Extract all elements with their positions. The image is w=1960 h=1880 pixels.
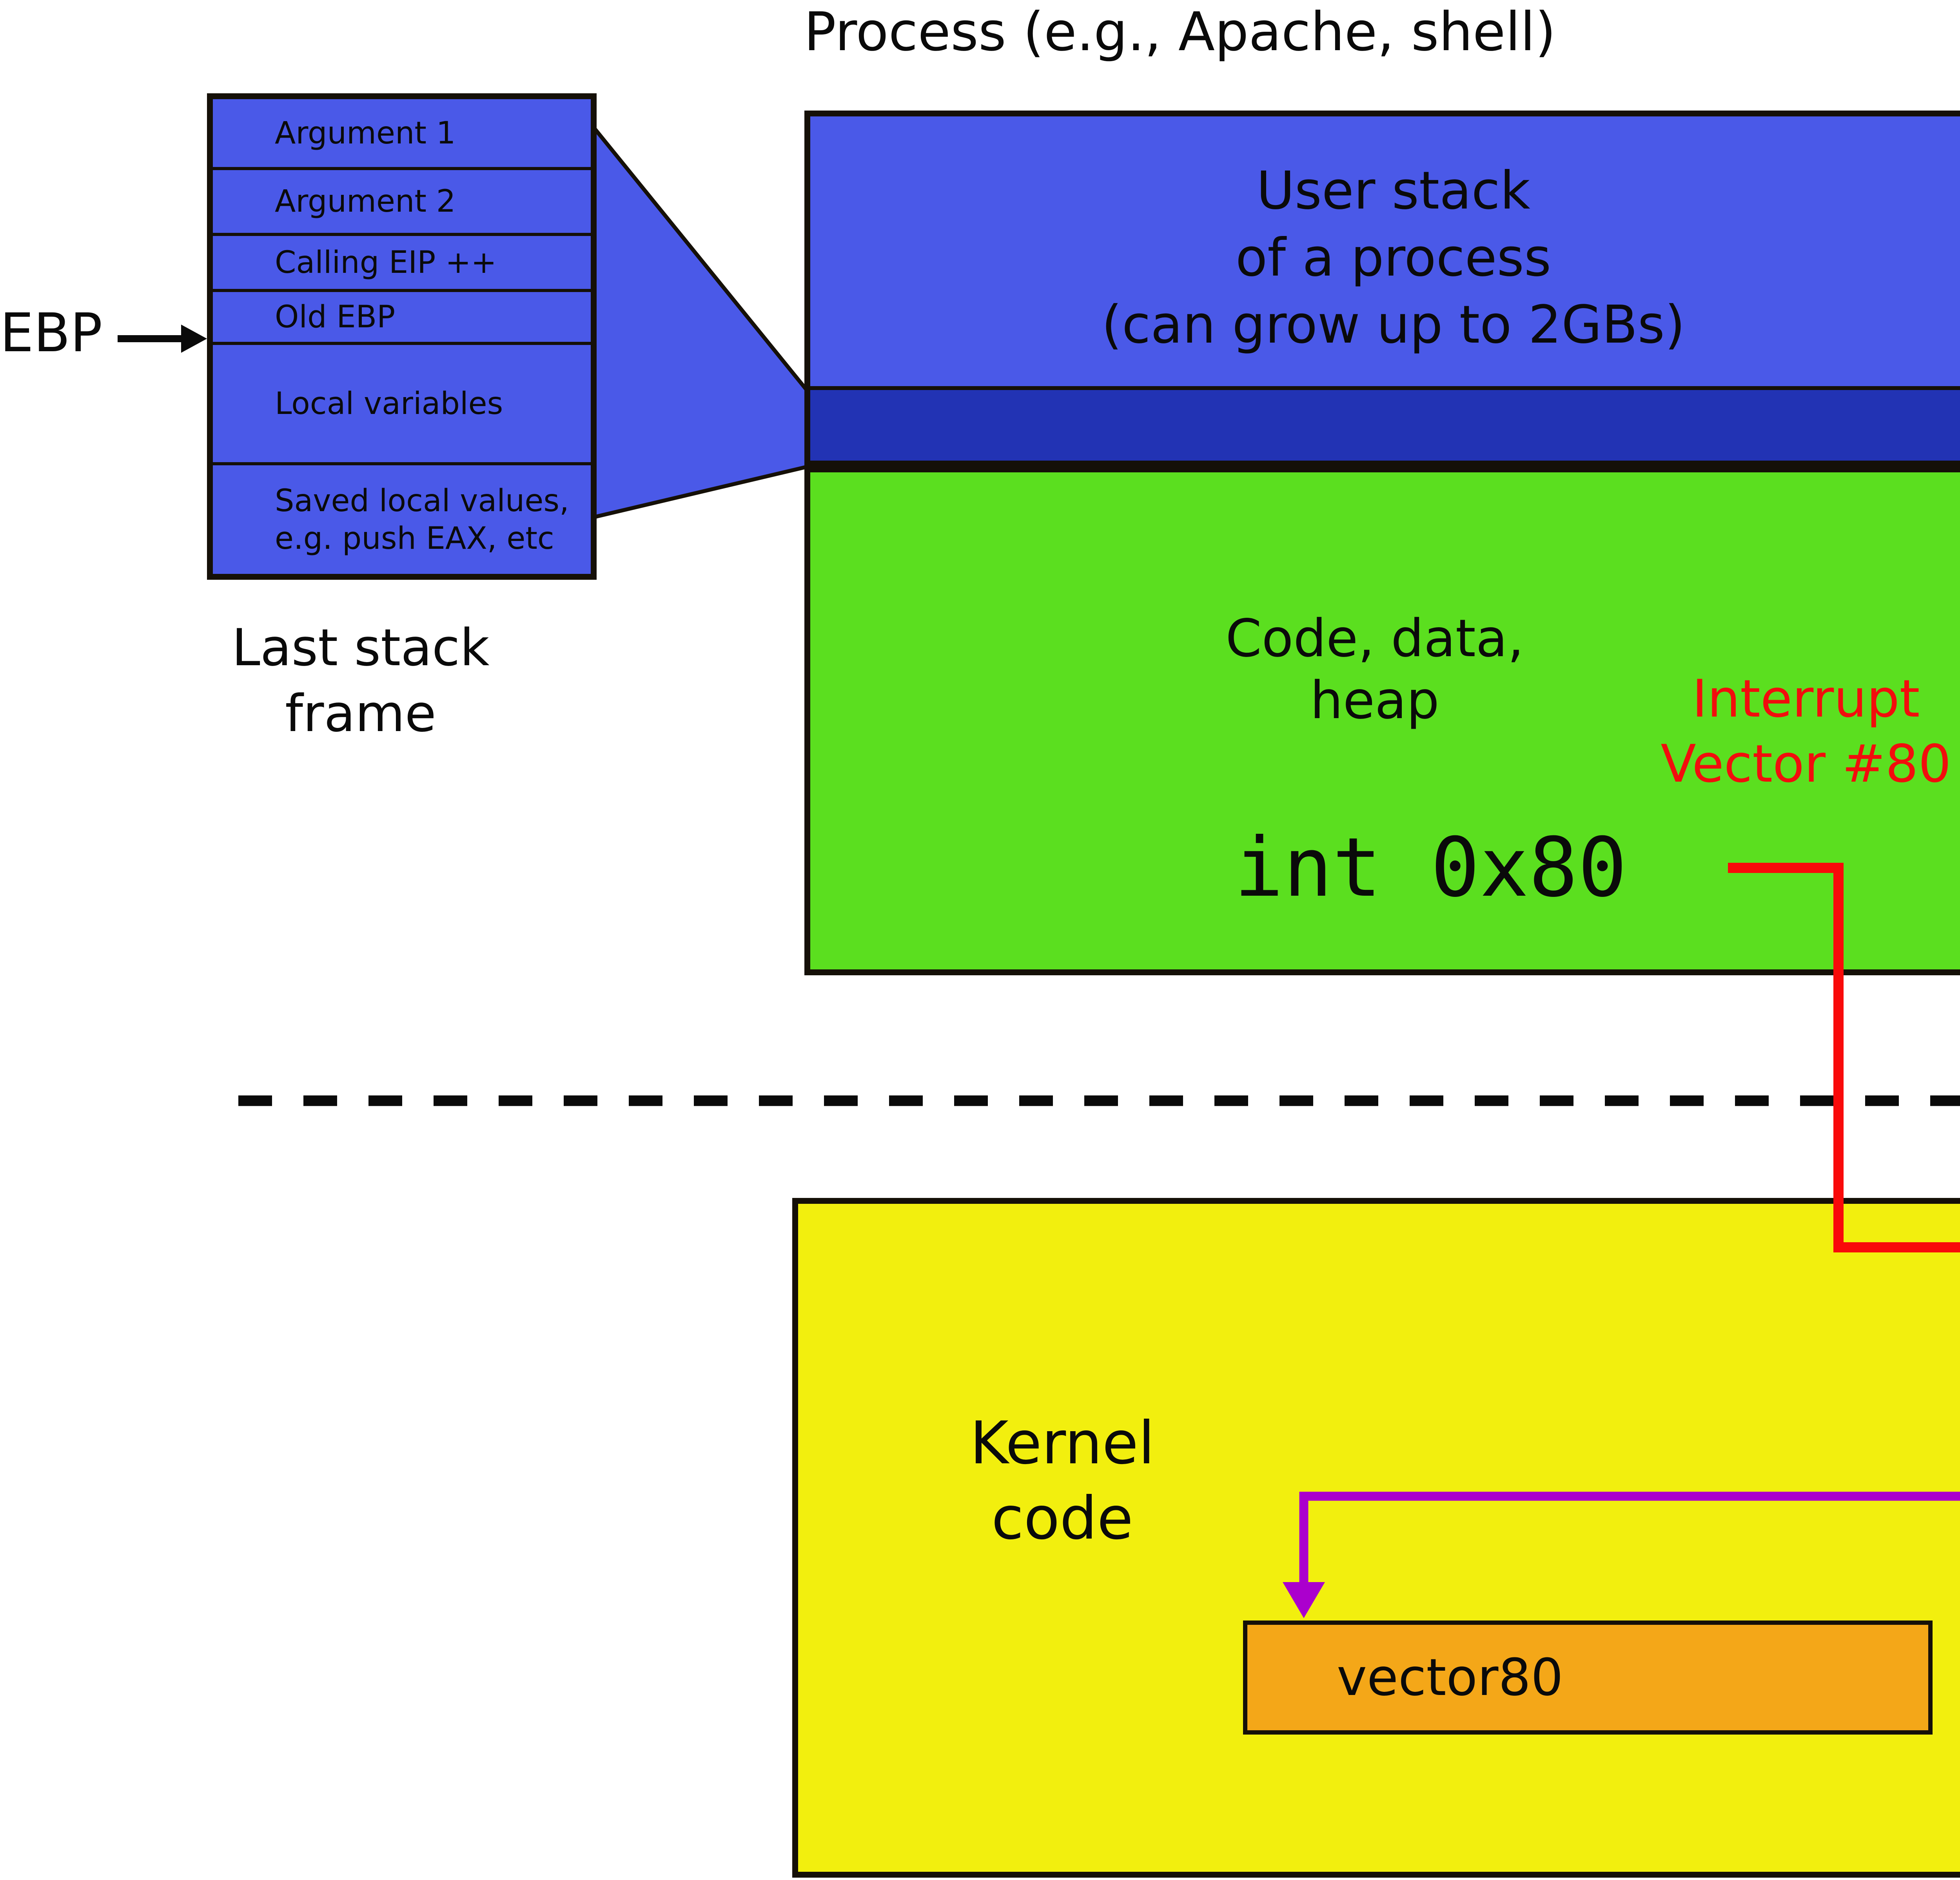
stack-frame-table: Argument 1 Argument 2 Calling EIP ++ Old… — [207, 93, 597, 580]
interrupt-vector-label: Interrupt Vector #80 — [1500, 666, 1960, 797]
user-stack-line: of a process — [1235, 228, 1552, 288]
stack-row-local-variables: Local variables — [213, 342, 591, 462]
kernel-label-line: code — [991, 1484, 1133, 1553]
kernel-code-label: Kernel code — [798, 1406, 1327, 1556]
stack-row-label: Argument 1 — [275, 115, 456, 151]
code-label-line: Code, data, — [1225, 608, 1524, 669]
int-0x80-instruction: int 0x80 — [1234, 820, 1627, 915]
user-stack-line: User stack — [1256, 161, 1530, 221]
stack-row-label: Old EBP — [275, 299, 396, 335]
code-data-heap-label: Code, data, heap — [810, 608, 1939, 731]
stack-row-label: Saved local values, — [275, 483, 569, 519]
stack-row-label: Argument 2 — [275, 184, 456, 219]
stack-frame-highlight-strip — [810, 386, 1960, 461]
stack-row-label: e.g. push EAX, etc — [275, 521, 554, 556]
interrupt-label-line: Interrupt — [1692, 669, 1920, 729]
user-stack-label: User stack of a process (can grow up to … — [810, 158, 1960, 359]
caption-line: frame — [285, 684, 436, 743]
stack-row-argument-2: Argument 2 — [213, 167, 591, 233]
code-label-line: heap — [1310, 670, 1439, 731]
kernel-label-line: Kernel — [970, 1409, 1155, 1477]
last-stack-frame-caption: Last stack frame — [165, 615, 557, 746]
stack-row-calling-eip: Calling EIP ++ — [213, 233, 591, 289]
funnel-shape — [591, 120, 810, 520]
stack-row-saved-values: Saved local values, e.g. push EAX, etc — [213, 462, 591, 574]
code-data-heap-box: Code, data, heap Interrupt Vector #80 in… — [804, 466, 1960, 975]
stack-row-old-ebp: Old EBP — [213, 289, 591, 342]
page-title: Process (e.g., Apache, shell) — [804, 1, 1556, 63]
stack-row-label: Local variables — [275, 386, 503, 421]
user-stack-box: User stack of a process (can grow up to … — [804, 111, 1960, 466]
user-stack-line: (can grow up to 2GBs) — [1102, 295, 1685, 355]
ebp-label: EBP — [0, 302, 103, 364]
ebp-arrow — [118, 325, 207, 353]
vector80-label: vector80 — [1337, 1648, 1563, 1707]
stack-row-argument-1: Argument 1 — [213, 99, 591, 167]
vector80-box: vector80 — [1243, 1621, 1933, 1735]
stack-row-label: Calling EIP ++ — [275, 245, 497, 280]
kernel-code-box: Kernel code vector80 — [792, 1198, 1960, 1878]
caption-line: Last stack — [232, 618, 490, 677]
interrupt-label-line: Vector #80 — [1661, 734, 1951, 794]
